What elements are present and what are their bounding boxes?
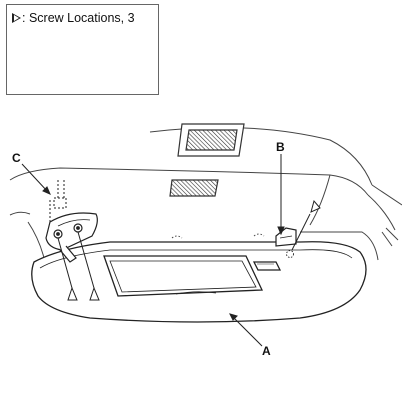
open-triangle-icon: [12, 13, 21, 23]
sun-visor: [31, 241, 367, 323]
callout-leaders: [21, 154, 285, 347]
screw-location-markers: [57, 199, 321, 301]
screw-marker-2: [89, 286, 100, 301]
legend-label: : Screw Locations, 3: [12, 11, 135, 25]
screw-marker-1: [67, 286, 78, 301]
map-light: [169, 179, 219, 197]
callout-b: B: [276, 140, 285, 154]
dome-light: [177, 123, 245, 157]
screw-marker-3: [310, 199, 321, 213]
callout-a: A: [262, 344, 271, 358]
callout-c: C: [12, 151, 21, 165]
legend-box: : Screw Locations, 3: [6, 4, 159, 95]
